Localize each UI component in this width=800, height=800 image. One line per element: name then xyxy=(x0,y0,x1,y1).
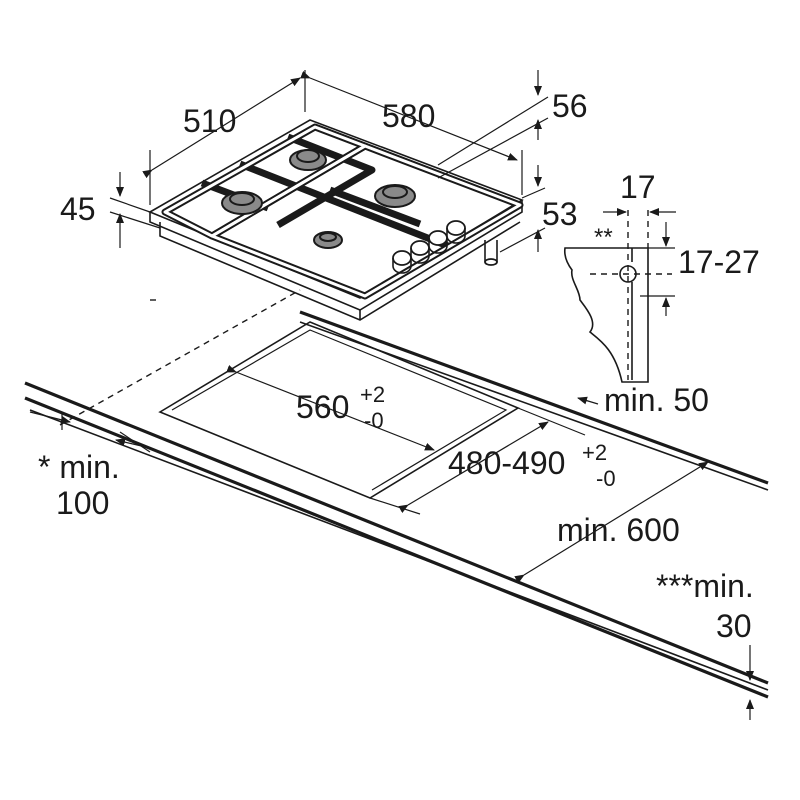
label-width: 580 xyxy=(382,98,435,134)
hob xyxy=(148,119,524,321)
label-depth: 510 xyxy=(183,103,236,139)
label-cutout-depth: 480-490 xyxy=(448,445,565,481)
label-min-wall: min. 600 xyxy=(557,512,680,548)
dimension-lines xyxy=(109,70,549,253)
label-side-height: 56 xyxy=(552,88,588,124)
label-body-height: 53 xyxy=(542,196,578,232)
label-min-worktop-line1: ***min. xyxy=(656,568,754,604)
label-cutout-width-tol-upper: +2 xyxy=(360,382,385,407)
label-clamp-range: 17-27 xyxy=(678,244,760,280)
label-bracket-width: 17 xyxy=(620,169,656,205)
label-cutout-width: 560 xyxy=(296,389,349,425)
label-thickness: 45 xyxy=(60,191,96,227)
label-min-front-line1: * min. xyxy=(38,449,120,485)
bracket-screw xyxy=(619,265,637,283)
label-cutout-width-tol-lower: -0 xyxy=(364,408,384,433)
label-cutout-depth-tol-upper: +2 xyxy=(582,440,607,465)
label-bracket-marker: ** xyxy=(594,224,613,251)
hob-top-plate xyxy=(148,119,524,299)
control-knobs xyxy=(392,220,466,274)
label-min-rear: min. 50 xyxy=(604,382,709,418)
gas-connector xyxy=(484,240,498,262)
label-min-worktop-line2: 30 xyxy=(716,608,752,644)
clamp-bracket-detail xyxy=(563,208,676,383)
label-min-front-line2: 100 xyxy=(56,485,109,521)
label-cutout-depth-tol-lower: -0 xyxy=(596,466,616,491)
worktop-dimension-lines xyxy=(29,364,754,720)
pan-supports xyxy=(161,123,524,300)
